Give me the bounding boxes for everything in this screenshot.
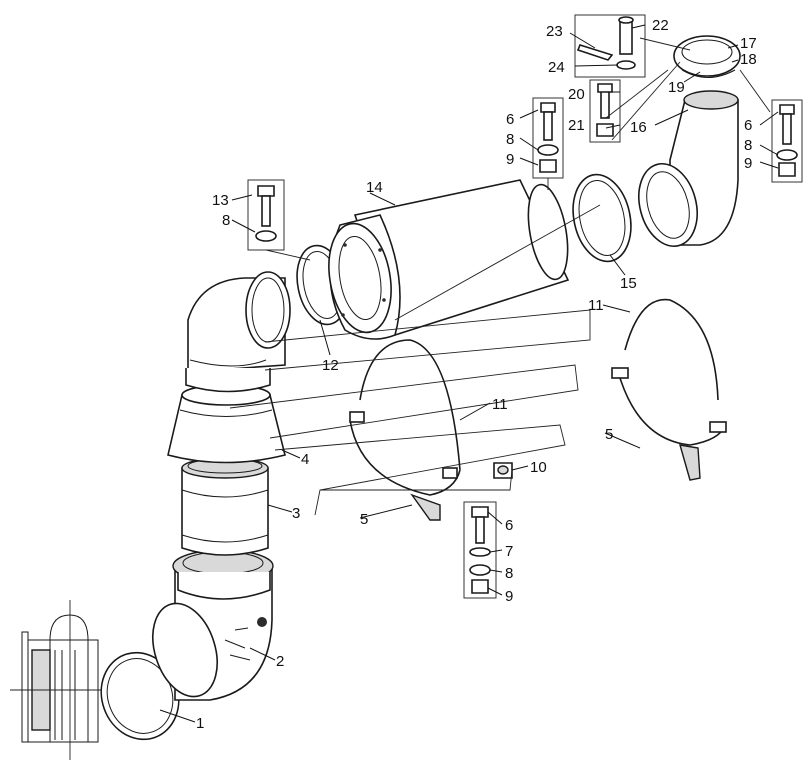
callout-12: 12 — [322, 357, 339, 374]
callout-18: 18 — [740, 51, 757, 68]
callout-16: 16 — [630, 119, 647, 136]
band-clamp-middle — [349, 339, 461, 521]
band-clamp-right — [611, 298, 727, 481]
callout-11-middle: 11 — [492, 396, 508, 413]
callout-6-right: 6 — [744, 117, 752, 134]
fastener-box-right — [771, 99, 803, 183]
rain-cap-17 — [673, 35, 741, 78]
upper-elbow — [185, 271, 291, 393]
callout-4: 4 — [301, 451, 309, 468]
callout-6-upper-mid: 6 — [506, 111, 514, 128]
callout-6-lower: 6 — [505, 517, 513, 534]
callout-8-right: 8 — [744, 137, 752, 154]
callout-1: 1 — [196, 715, 204, 732]
callout-24: 24 — [548, 59, 565, 76]
callout-19: 19 — [668, 79, 685, 96]
fastener-box-upper-mid — [532, 97, 564, 179]
callout-10: 10 — [530, 459, 547, 476]
fastener-box-13 — [247, 179, 285, 251]
callout-13: 13 — [212, 192, 229, 209]
nut-10 — [493, 462, 513, 479]
callout-8-lower: 8 — [505, 565, 513, 582]
callout-23: 23 — [546, 23, 563, 40]
callout-labels: 1 2 3 4 5 5 13 8 12 14 15 16 17 18 19 20… — [196, 17, 757, 732]
cone-adapter-4 — [167, 384, 286, 464]
callout-3: 3 — [292, 505, 300, 522]
callout-17: 17 — [740, 35, 757, 52]
inset-side-view — [10, 600, 110, 760]
callout-5-lower: 5 — [360, 511, 368, 528]
callout-11-upper: 11 — [588, 297, 604, 314]
callout-leaders — [159, 24, 779, 723]
elbow-pipe-2 — [152, 549, 274, 701]
callout-8-left: 8 — [222, 212, 230, 229]
callout-9-right: 9 — [744, 155, 752, 172]
callout-8-upper-mid: 8 — [506, 131, 514, 148]
callout-21: 21 — [568, 117, 585, 134]
callout-15: 15 — [620, 275, 637, 292]
callout-2: 2 — [276, 653, 284, 670]
outlet-elbow-16 — [638, 90, 739, 248]
fastener-box-lower — [463, 501, 497, 599]
straight-pipe-3 — [181, 457, 269, 556]
gasket-ring-15 — [572, 173, 632, 263]
assembly-guide-lines — [229, 37, 771, 516]
callout-5-right: 5 — [605, 426, 613, 443]
callout-14: 14 — [366, 179, 383, 196]
callout-9-lower: 9 — [505, 588, 513, 605]
callout-22: 22 — [652, 17, 669, 34]
callout-7: 7 — [505, 543, 513, 560]
pin-assembly-box — [574, 14, 646, 78]
callout-9-upper-mid: 9 — [506, 151, 514, 168]
callout-20: 20 — [568, 86, 585, 103]
silencer-14 — [328, 179, 570, 340]
